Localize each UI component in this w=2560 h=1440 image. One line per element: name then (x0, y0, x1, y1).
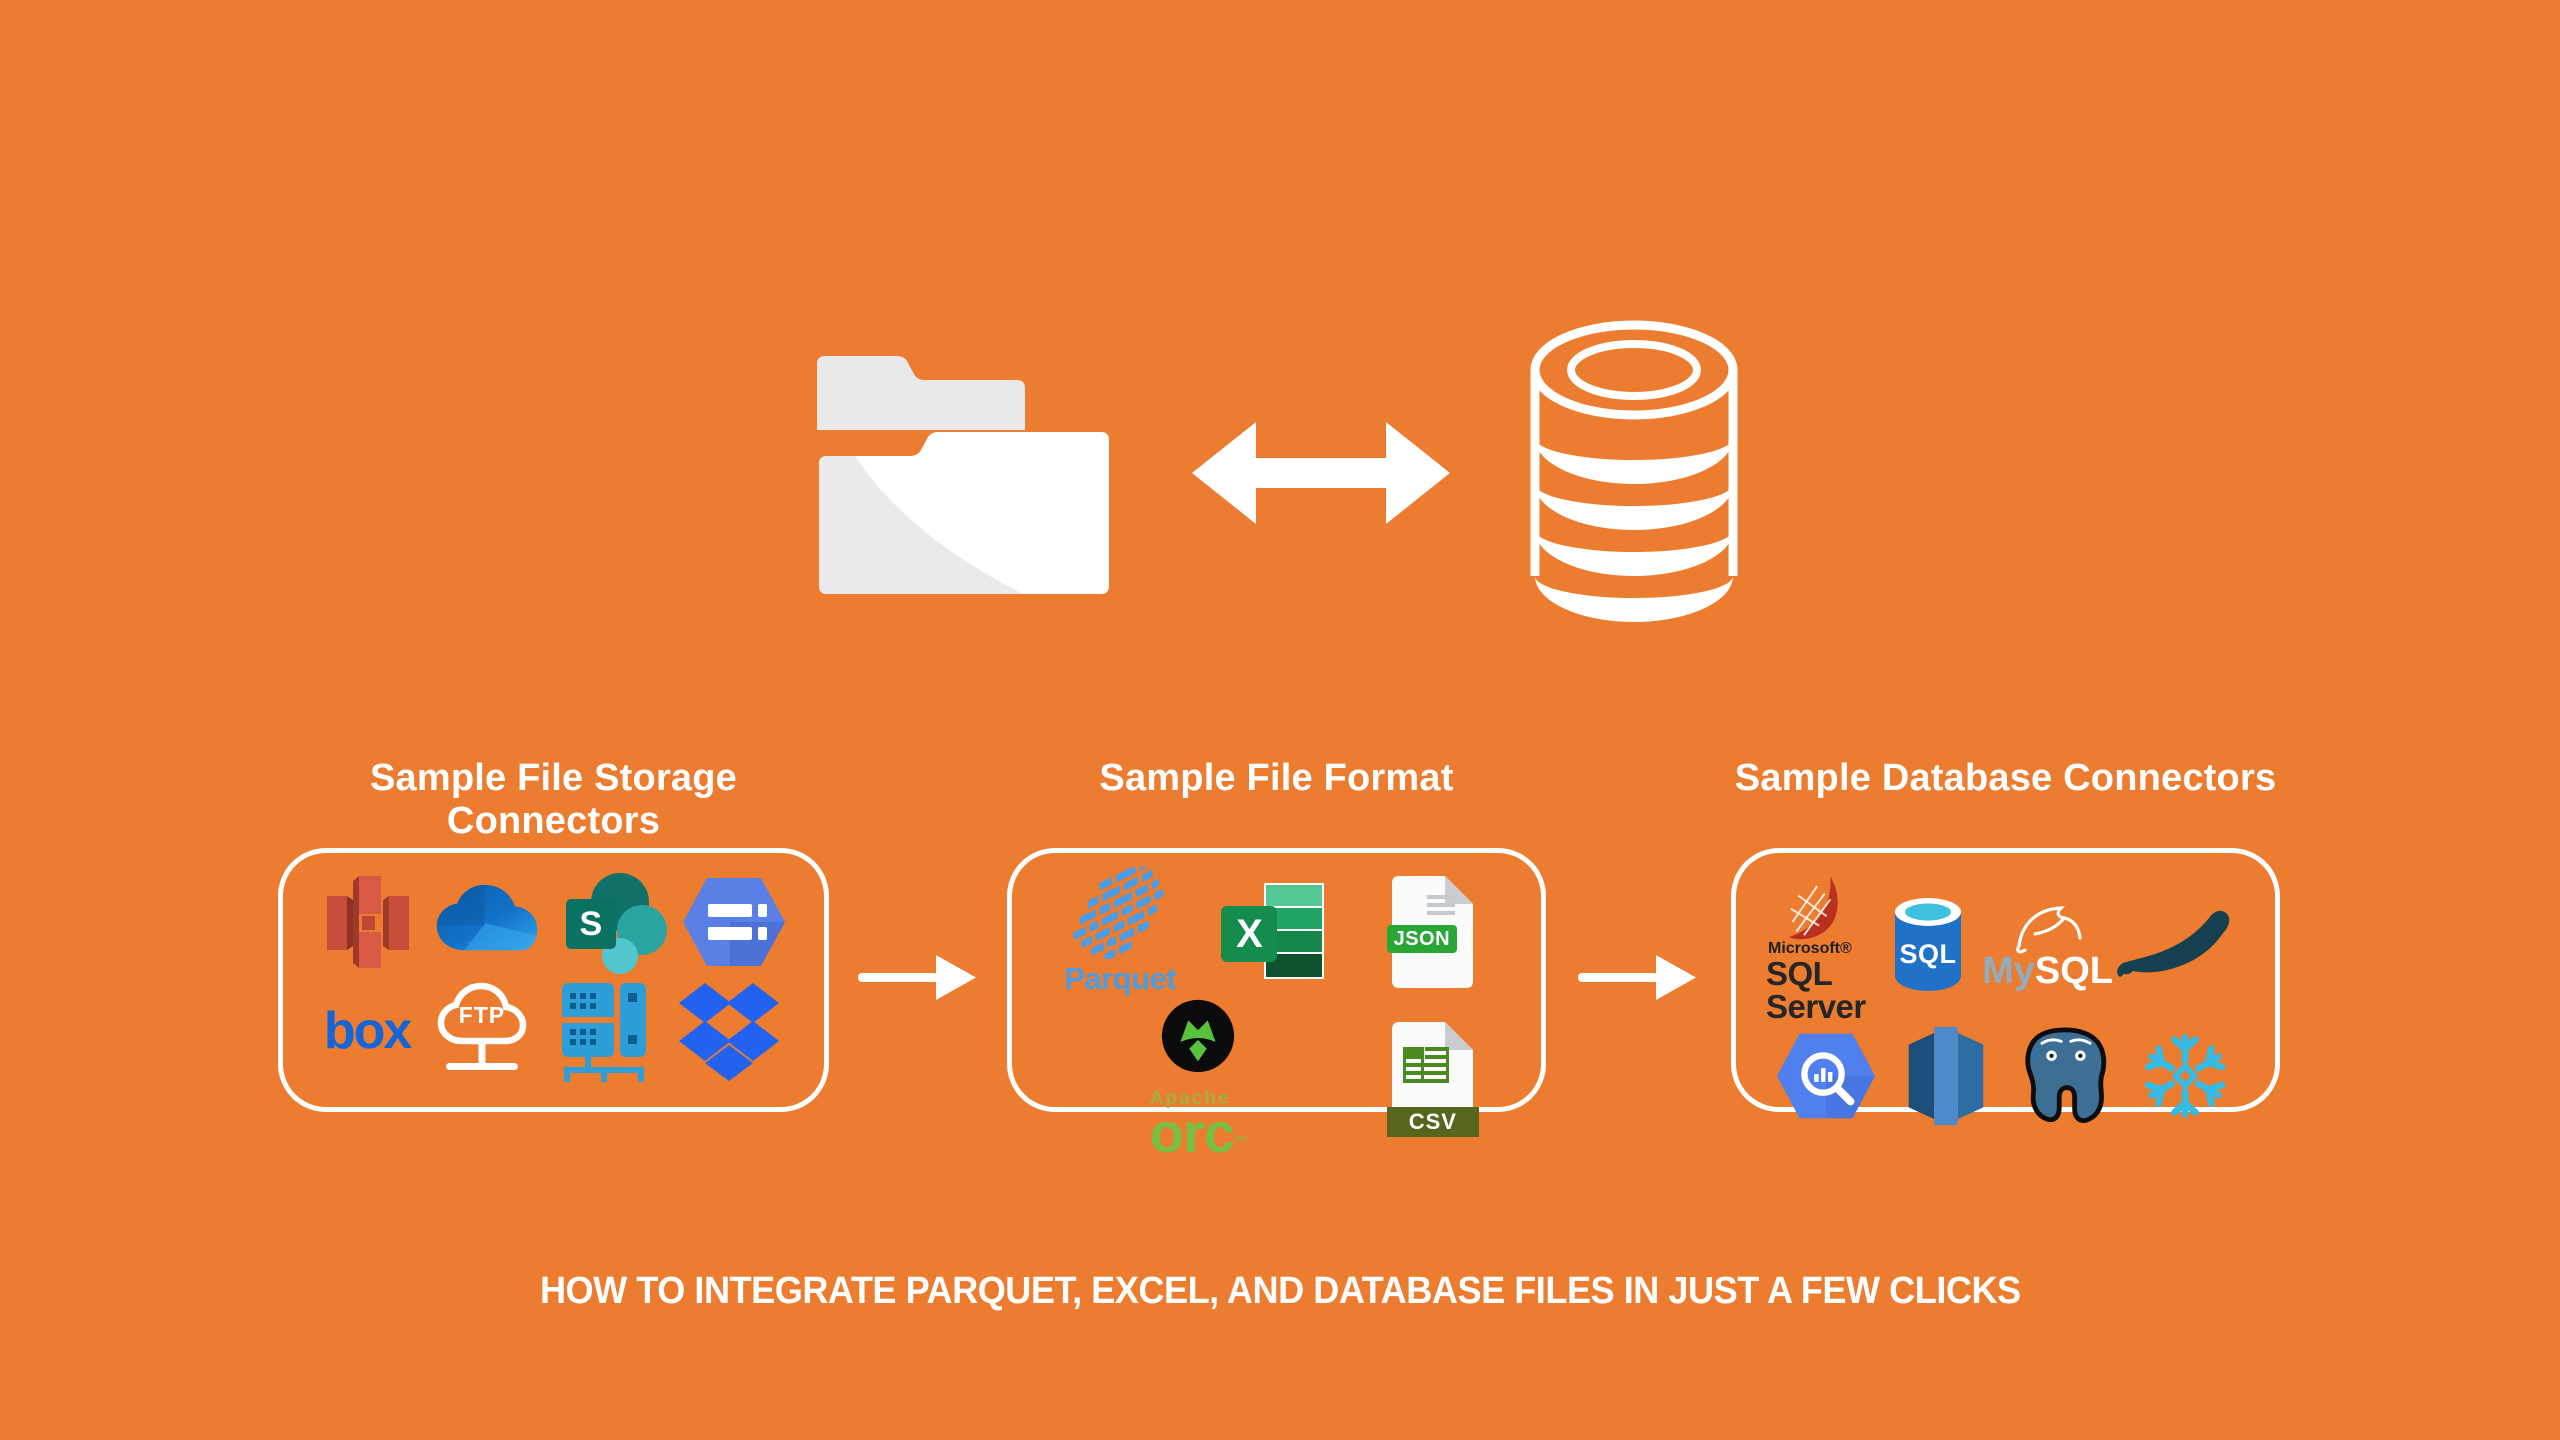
format-row-1: Parquet X (1042, 867, 1511, 997)
orc-wordmark: Apache orc™ (1149, 1088, 1247, 1161)
bottom-caption-text: HOW TO INTEGRATE PARQUET, EXCEL, AND DAT… (539, 1270, 2021, 1312)
folder-icon (811, 344, 1118, 604)
parquet-label: Parquet (1064, 961, 1177, 996)
orc-label: orc (1149, 1101, 1235, 1164)
orc-tm: ™ (1233, 1133, 1247, 1149)
sql-server-wordmark: Microsoft® SQL Server (1766, 940, 1874, 1025)
parquet-icon: Parquet (1045, 867, 1195, 997)
database-connectors-box: Microsoft® SQL Server SQL (1731, 848, 2280, 1126)
storage-row-1: S (313, 867, 794, 976)
bigquery-icon (1774, 1030, 1878, 1122)
azure-sql-label: SQL (1899, 938, 1957, 969)
onedrive-icon (427, 882, 549, 962)
csv-file-icon: CSV (1386, 1019, 1479, 1137)
excel-icon: X (1217, 880, 1335, 984)
database-section-title: Sample Database Connectors (1734, 757, 2277, 799)
mysql-wordmark: MySQL (1982, 952, 2113, 990)
file-server-icon (554, 979, 654, 1083)
orc-apache-label: Apache (1149, 1088, 1231, 1109)
storage-section-title: Sample File Storage Connectors (369, 757, 738, 842)
bottom-caption: HOW TO INTEGRATE PARQUET, EXCEL, AND DAT… (0, 1270, 2560, 1313)
ftp-cloud-icon: FTP (432, 979, 532, 1083)
database-row-1: Microsoft® SQL Server SQL (1766, 867, 2245, 1023)
csv-label: CSV (1408, 1108, 1457, 1134)
dropbox-icon (675, 981, 783, 1081)
sharepoint-icon: S (562, 869, 667, 974)
box-logo-text: box (323, 1001, 412, 1060)
ftp-label: FTP (458, 1002, 506, 1028)
sql-server-label: SQL Server (1766, 955, 1866, 1025)
mysql-icon: MySQL (1982, 900, 2113, 990)
storage-connectors-box: S box (278, 848, 829, 1112)
google-cloud-storage-icon (680, 875, 788, 969)
postgresql-icon (2015, 1024, 2115, 1128)
sql-server-microsoft: Microsoft® (1768, 940, 1852, 957)
database-stack-icon (1522, 318, 1747, 635)
excel-letter: X (1236, 911, 1263, 956)
amazon-s3-icon (319, 872, 414, 972)
mysql-sql: SQL (2034, 950, 2113, 992)
flow-arrow-2-icon (1578, 942, 1698, 1017)
mariadb-seal-icon (2113, 905, 2245, 985)
format-section-title: Sample File Format (1099, 757, 1454, 799)
redshift-icon (1900, 1023, 1992, 1129)
apache-orc-icon: Apache orc™ (1149, 997, 1247, 1161)
azure-sql-icon: SQL (1885, 892, 1971, 998)
file-format-box: Parquet X (1007, 848, 1546, 1161)
double-headed-arrow-icon (1192, 398, 1450, 553)
flow-arrow-1-icon (858, 942, 978, 1017)
sql-server-icon: Microsoft® SQL Server (1766, 867, 1874, 1023)
sharepoint-letter: S (579, 904, 603, 943)
storage-row-2: box FTP (313, 976, 794, 1085)
snowflake-icon (2135, 1026, 2235, 1126)
database-row-2 (1766, 1023, 2245, 1129)
json-label: JSON (1393, 927, 1451, 950)
json-file-icon: JSON (1386, 873, 1479, 991)
mysql-my: My (1982, 950, 2035, 992)
box-icon: box (323, 1001, 412, 1060)
format-row-2: Apache orc™ (1042, 997, 1511, 1161)
